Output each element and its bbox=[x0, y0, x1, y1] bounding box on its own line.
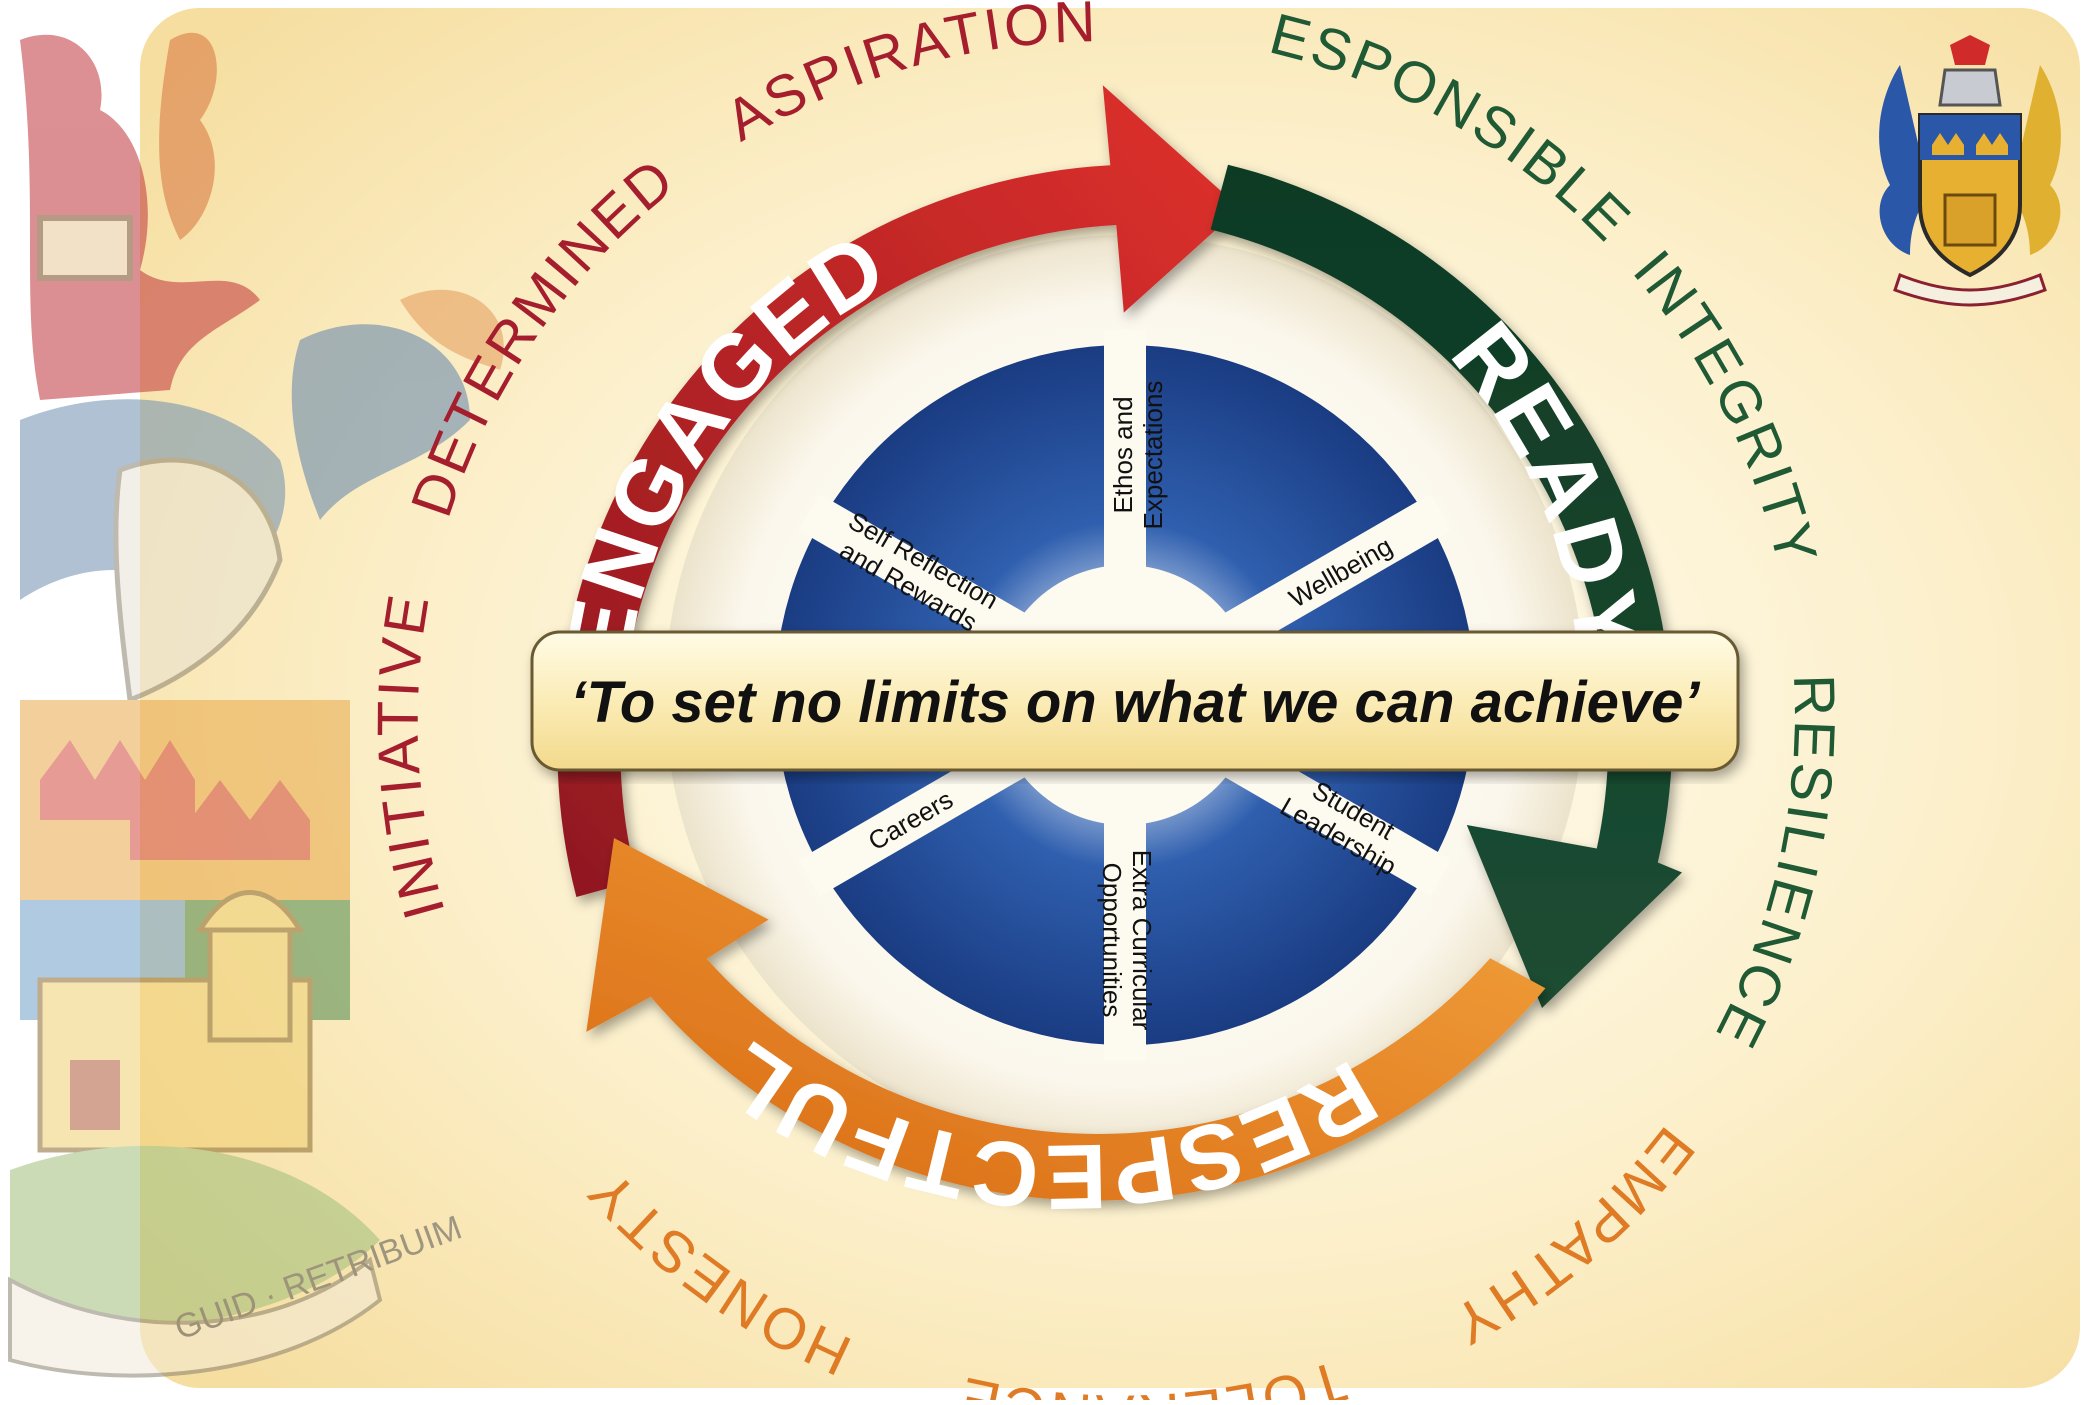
engaged-arrow bbox=[557, 85, 1240, 898]
school-crest bbox=[1879, 35, 2061, 307]
segment-ethos-line2: Expectations bbox=[1138, 381, 1168, 530]
motto-banner bbox=[530, 630, 1740, 772]
coat-of-arms-watermark: GUID · RETRIBUIM bbox=[8, 32, 504, 1378]
motto-text: ‘To set no limits on what we can achieve… bbox=[570, 670, 1700, 735]
segment-ethos-line1: Ethos and bbox=[1108, 396, 1138, 513]
ready-arrow bbox=[1210, 164, 1682, 1008]
respectful-arrow bbox=[586, 838, 1546, 1201]
segment-extra-line1: Extra Curricular bbox=[1127, 850, 1157, 1031]
segment-ethos: Ethos and Expectations bbox=[1108, 381, 1168, 530]
segment-extra-line2: Opportunities bbox=[1097, 863, 1127, 1018]
segment-extra: Extra Curricular Opportunities bbox=[1097, 850, 1157, 1031]
